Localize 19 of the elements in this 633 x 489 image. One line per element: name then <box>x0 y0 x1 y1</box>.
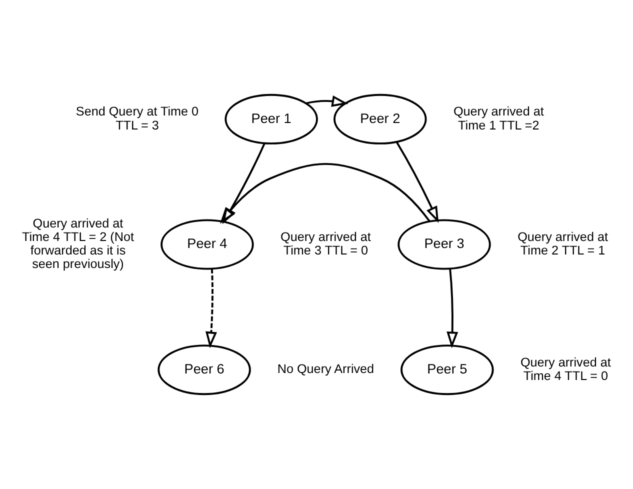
node-ellipse: Peer 4 <box>160 219 254 270</box>
node-label: Send Query at Time 0 TTL = 3 <box>76 104 199 132</box>
node-label: Query arrived at Time 4 TTL = 2 (Not forwarded as it is seen previously) <box>22 216 134 272</box>
node-label: No Query Arrived <box>277 362 374 376</box>
node-ellipse: Peer 2 <box>334 94 427 144</box>
node-label: Query arrived at Time 2 TTL = 1 <box>518 230 608 258</box>
arrow <box>205 268 218 348</box>
node-label: Query arrived at Time 3 TTL = 0 <box>280 230 371 258</box>
arrow <box>220 162 430 224</box>
arrow <box>396 141 439 223</box>
arrow <box>446 268 458 348</box>
arrow <box>222 142 266 224</box>
node-ellipse: Peer 6 <box>158 344 251 396</box>
node-ellipse: Peer 1 <box>224 94 318 144</box>
node-label: Query arrived at Time 4 TTL = 0 <box>520 355 611 383</box>
node-ellipse: Peer 3 <box>398 219 491 270</box>
node-ellipse: Peer 5 <box>400 344 494 396</box>
arrow <box>306 95 348 107</box>
node-label: Query arrived at Time 1 TTL =2 <box>453 104 544 132</box>
